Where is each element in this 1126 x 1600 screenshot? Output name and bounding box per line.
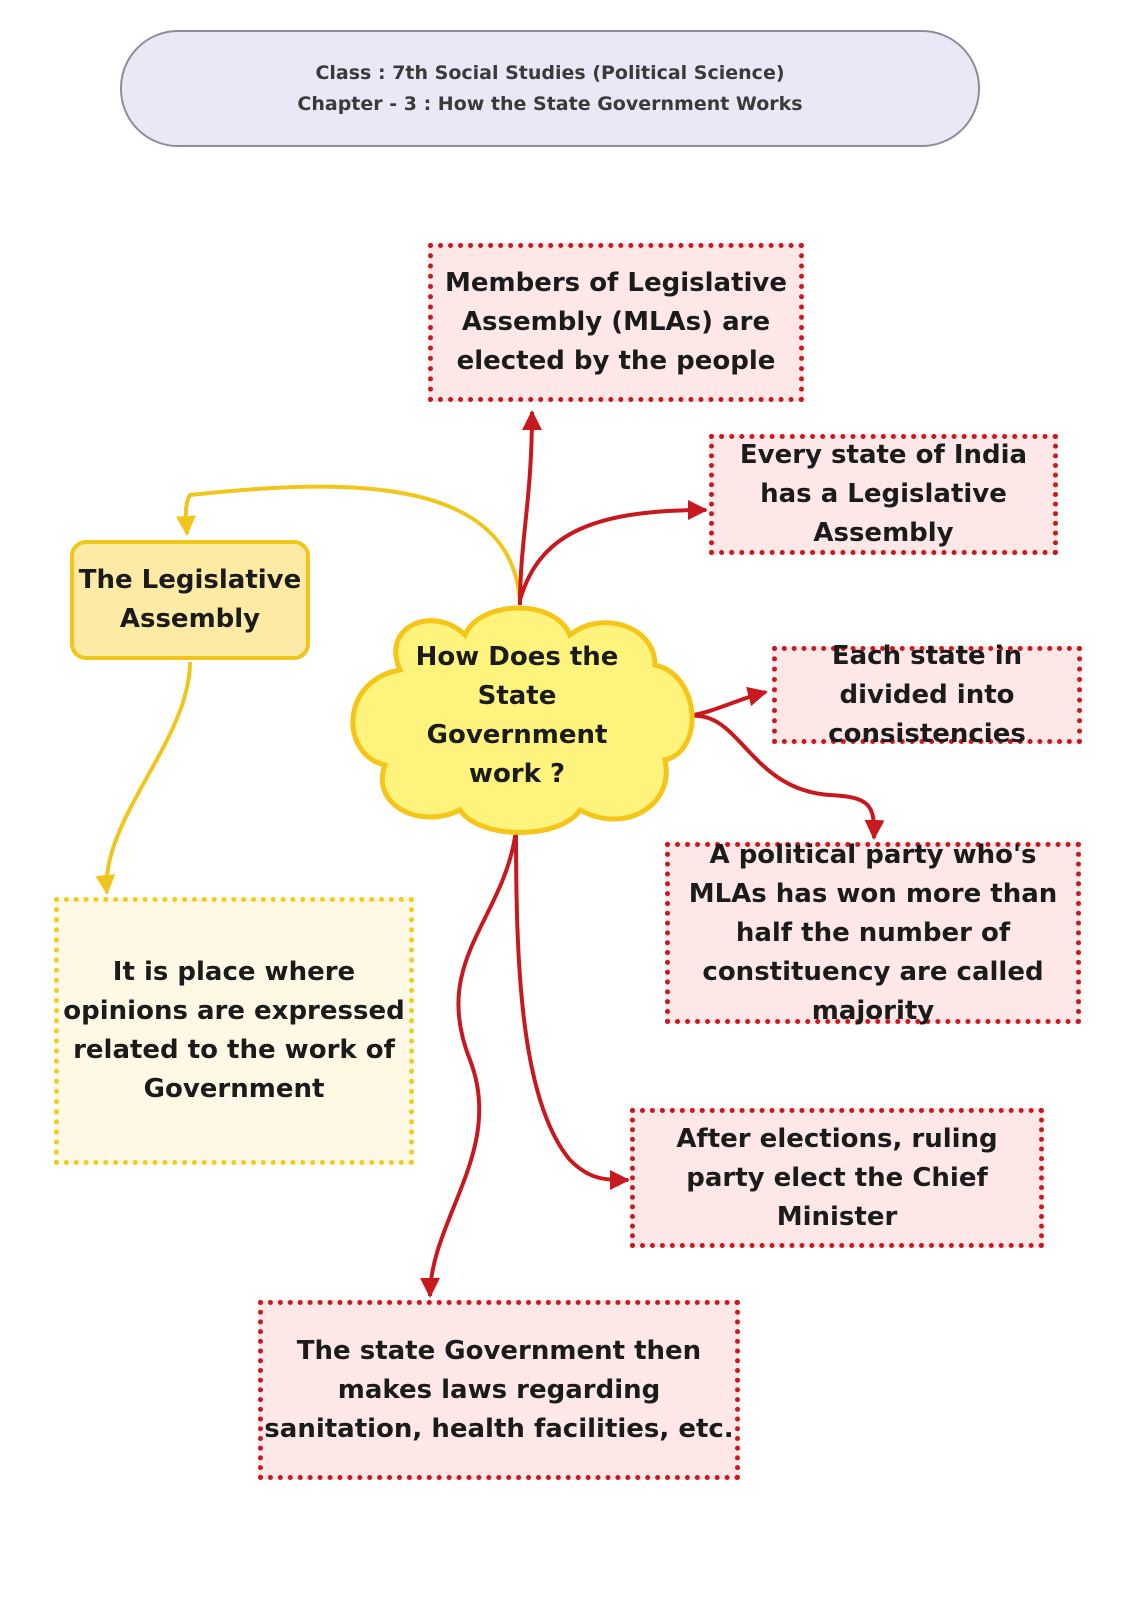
connector-assembly-to-description bbox=[95, 661, 192, 895]
central-question-node: How Does the State Government work ? bbox=[390, 638, 644, 794]
central-cloud-shape bbox=[350, 605, 695, 835]
connector-center-to-majority bbox=[689, 713, 885, 840]
connector-center-to-laws bbox=[420, 829, 518, 1298]
divided-constituencies-node: Each state in divided into consistencies bbox=[772, 641, 1082, 749]
assembly-description-text: It is place where opinions are expressed… bbox=[63, 957, 405, 1104]
legislative-assembly-text: The Legislative Assembly bbox=[78, 565, 302, 634]
chapter-header: Class : 7th Social Studies (Political Sc… bbox=[120, 30, 980, 147]
header-chapter-line: Chapter - 3 : How the State Government W… bbox=[297, 92, 803, 115]
state-laws-node: The state Government then makes laws reg… bbox=[258, 1300, 740, 1480]
connector-center-to-legislative-assembly bbox=[175, 484, 522, 606]
mlas-elected-text: Members of Legislative Assembly (MLAs) a… bbox=[445, 268, 787, 376]
connector-center-to-divided bbox=[687, 686, 768, 718]
divided-constituencies-text: Each state in divided into consistencies bbox=[828, 640, 1026, 749]
every-state-assembly-node: Every state of India has a Legislative A… bbox=[709, 434, 1058, 555]
header-class-line: Class : 7th Social Studies (Political Sc… bbox=[315, 61, 785, 84]
mlas-elected-node: Members of Legislative Assembly (MLAs) a… bbox=[428, 243, 804, 402]
connector-center-to-mlas bbox=[518, 410, 542, 606]
state-laws-text: The state Government then makes laws reg… bbox=[264, 1335, 734, 1444]
central-question-text: How Does the State Government work ? bbox=[415, 642, 619, 789]
connector-center-to-every-state bbox=[518, 500, 708, 601]
every-state-assembly-text: Every state of India has a Legislative A… bbox=[739, 440, 1028, 548]
majority-node: A political party who's MLAs has won mor… bbox=[665, 840, 1081, 1026]
chief-minister-node: After elections, ruling party elect the … bbox=[630, 1108, 1044, 1248]
chief-minister-text: After elections, ruling party elect the … bbox=[676, 1123, 998, 1232]
connector-center-to-chief-minister bbox=[514, 829, 630, 1190]
majority-text: A political party who's MLAs has won mor… bbox=[688, 839, 1058, 1026]
legislative-assembly-node: The Legislative Assembly bbox=[70, 540, 310, 660]
assembly-description-node: It is place where opinions are expressed… bbox=[54, 897, 414, 1165]
